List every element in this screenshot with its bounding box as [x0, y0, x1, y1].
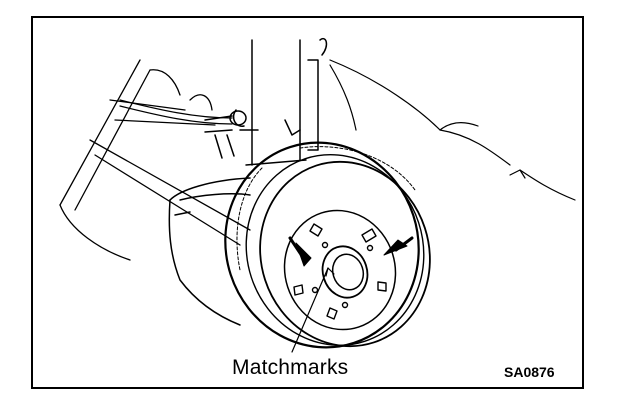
steering-knuckle — [168, 177, 251, 326]
figure-code: SA0876 — [504, 364, 555, 380]
brake-rotor — [224, 141, 431, 349]
figure-frame — [31, 16, 584, 389]
callout-leader — [291, 267, 335, 353]
matchmark-arrows — [288, 236, 414, 267]
suspension-arm — [59, 59, 251, 261]
rotor-hub — [283, 209, 397, 331]
vehicle-body-lines — [329, 59, 576, 201]
matchmarks-label: Matchmarks — [232, 356, 349, 379]
matchmark-arrow-left — [295, 242, 312, 267]
wheel-studs — [293, 223, 387, 320]
brake-hose — [119, 99, 233, 125]
strut — [204, 38, 328, 166]
